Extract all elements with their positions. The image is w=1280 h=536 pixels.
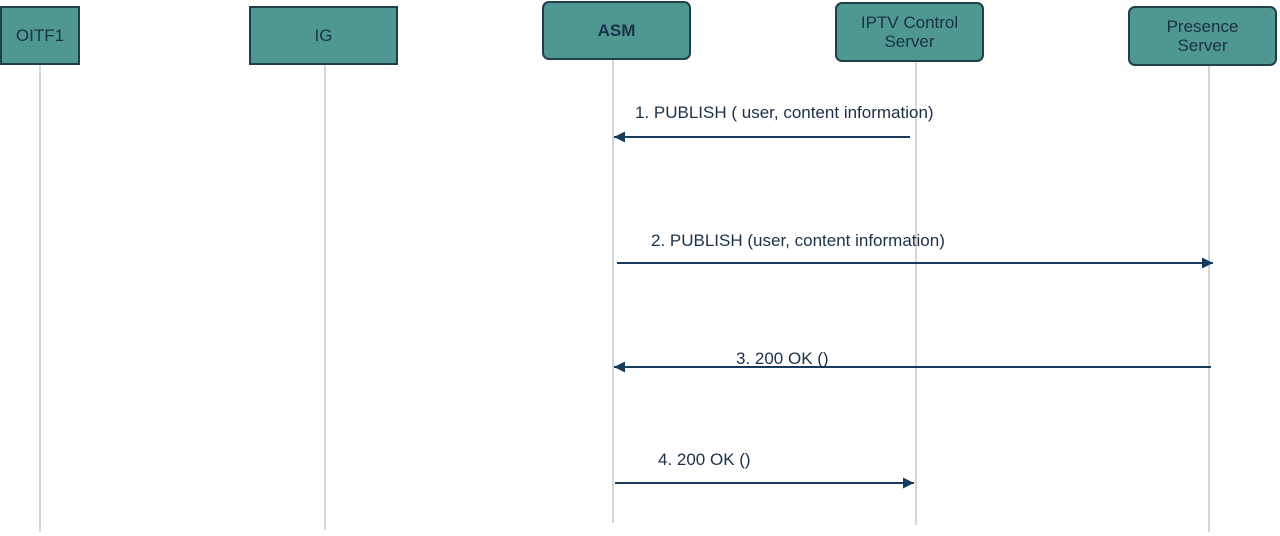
entity-asm-label: ASM [597,21,636,40]
entity-oitf1-label: OITF1 [15,26,65,45]
entity-presence-server-label: Presence Server [1166,17,1239,55]
message-label-3: 3. 200 OK () [736,349,829,368]
entity-presence-server: Presence Server [1128,6,1277,66]
entity-ig: IG [249,6,398,65]
entity-ig-label: IG [314,26,333,45]
message-label-1: 1. PUBLISH ( user, content information) [635,103,934,122]
message-label-4: 4. 200 OK () [658,450,751,469]
entity-iptv-control-server: IPTV Control Server [835,2,984,62]
entity-oitf1: OITF1 [0,6,80,65]
message-label-2: 2. PUBLISH (user, content information) [651,231,945,250]
entity-iptv-control-server-label: IPTV Control Server [860,13,959,51]
entity-asm: ASM [542,1,691,60]
